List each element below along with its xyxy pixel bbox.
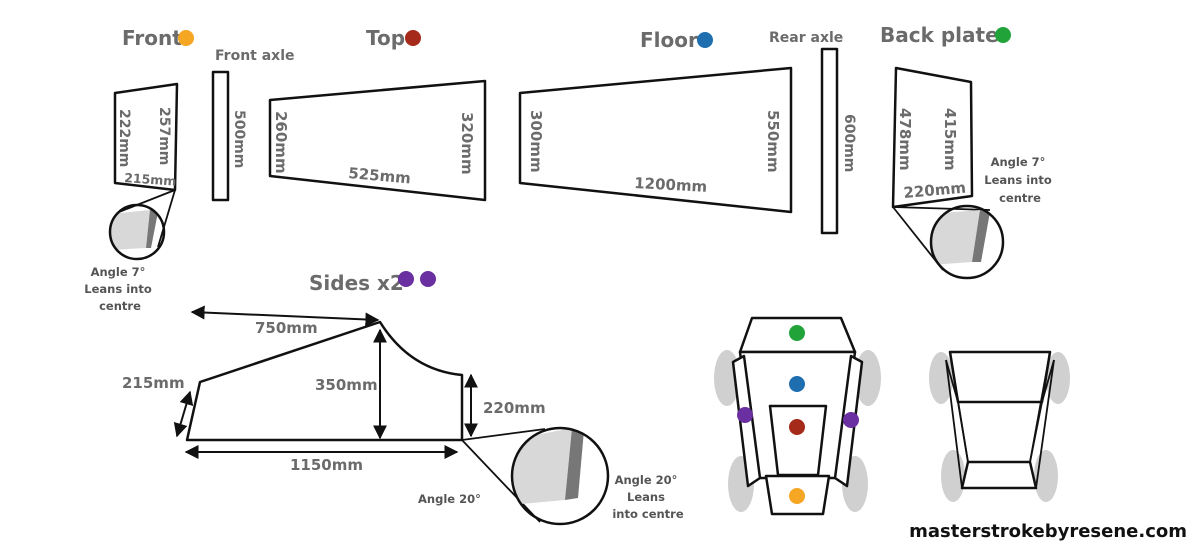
- sides-section: Sides x2 750mm 215mm 350mm 220mm 1150mm …: [122, 271, 684, 526]
- front-axle-dim: 500mm: [231, 110, 247, 168]
- front-detail-magnifier: [108, 203, 166, 261]
- side-right-marker-dot: [843, 412, 859, 428]
- front-marker-dot: [789, 488, 805, 504]
- frame-back-plate: [948, 350, 1052, 404]
- side-detail-section: [512, 428, 584, 505]
- floor-section: Floor 300mm 550mm 1200mm: [518, 28, 793, 214]
- front-detail-leader: [118, 189, 176, 213]
- back-plate-detail-section: [931, 210, 990, 265]
- back-plate-detail-magnifier: [929, 204, 1005, 280]
- front-angle-note: Angle 7° Leans into centre: [84, 265, 155, 313]
- front-section: Front 222mm 257mm 215mm Angle 7° Leans i…: [84, 26, 194, 313]
- top-color-dot: [405, 30, 421, 46]
- floor-dim-left: 300mm: [527, 110, 545, 173]
- brand-url: masterstrokebyresene.com: [909, 521, 1187, 542]
- front-color-dot: [178, 30, 194, 46]
- frame-side-left: [945, 359, 963, 489]
- back-plate-section: Back plate 478mm 415mm 220mm Angle 7° Le…: [880, 23, 1055, 280]
- top-title: Top: [366, 26, 405, 50]
- back-plate-color-dot: [995, 27, 1011, 43]
- assembled-kart-frame-view: [929, 350, 1070, 502]
- side-angle-label: Angle 20°: [418, 492, 481, 506]
- top-marker-dot: [789, 419, 805, 435]
- rear-axle-title: Rear axle: [769, 30, 843, 46]
- top-dim-bottom: 525mm: [348, 164, 412, 187]
- top-dim-left: 260mm: [272, 111, 290, 174]
- side-dim-right: 220mm: [483, 399, 546, 417]
- back-plate-marker-dot: [789, 325, 805, 341]
- front-dim-left: 222mm: [116, 109, 132, 167]
- side-dim-top: 750mm: [255, 319, 318, 337]
- front-dim-right: 257mm: [156, 107, 172, 165]
- side-dim-bottom: 1150mm: [290, 456, 363, 474]
- assembled-kart-top-view: [714, 316, 881, 516]
- front-axle-section: Front axle 500mm: [211, 48, 295, 202]
- side-top-dimension-arrow: [190, 305, 380, 327]
- top-section: Top 260mm 320mm 525mm: [268, 26, 487, 202]
- side-dim-left: 215mm: [122, 374, 185, 392]
- side-left-dimension-arrow: [173, 390, 194, 438]
- floor-color-dot: [697, 32, 713, 48]
- floor-title: Floor: [640, 28, 698, 52]
- back-plate-dim-right: 415mm: [941, 108, 959, 171]
- kart-top: [768, 404, 828, 477]
- floor-marker-dot: [789, 376, 805, 392]
- side-angle-note: Angle 20° Leans into centre: [612, 473, 684, 521]
- frame-front: [960, 460, 1038, 490]
- top-panel-shape: [268, 79, 487, 202]
- side-left-marker-dot: [737, 407, 753, 423]
- side-detail-magnifier: [510, 426, 610, 526]
- sides-title: Sides x2: [309, 271, 404, 295]
- back-plate-shape: [891, 66, 974, 209]
- wheel-icon: [929, 352, 953, 404]
- sides-color-dot-2: [420, 271, 436, 287]
- back-plate-title: Back plate: [880, 23, 999, 47]
- front-dim-bottom: 215mm: [124, 170, 177, 189]
- floor-panel-shape: [518, 66, 793, 214]
- top-dim-right: 320mm: [458, 112, 476, 175]
- rear-axle-dim: 600mm: [841, 114, 857, 172]
- frame-side-right: [1035, 359, 1055, 489]
- front-axle-title: Front axle: [215, 48, 295, 64]
- side-detail-leader: [461, 428, 546, 441]
- back-plate-dim-bottom: 220mm: [903, 179, 967, 202]
- sides-color-dot-1: [398, 271, 414, 287]
- back-plate-angle-note: Angle 7° Leans into centre: [984, 155, 1055, 205]
- side-dim-height: 350mm: [315, 376, 378, 394]
- rear-axle-shape: [820, 47, 839, 235]
- rear-axle-section: Rear axle 600mm: [769, 30, 857, 235]
- front-detail-section: [110, 210, 158, 250]
- back-plate-dim-left: 478mm: [896, 108, 914, 171]
- front-title: Front: [122, 26, 182, 50]
- frame-floor: [956, 401, 1044, 463]
- floor-dim-bottom: 1200mm: [634, 174, 708, 196]
- front-axle-shape: [211, 70, 230, 202]
- floor-dim-right: 550mm: [764, 110, 782, 173]
